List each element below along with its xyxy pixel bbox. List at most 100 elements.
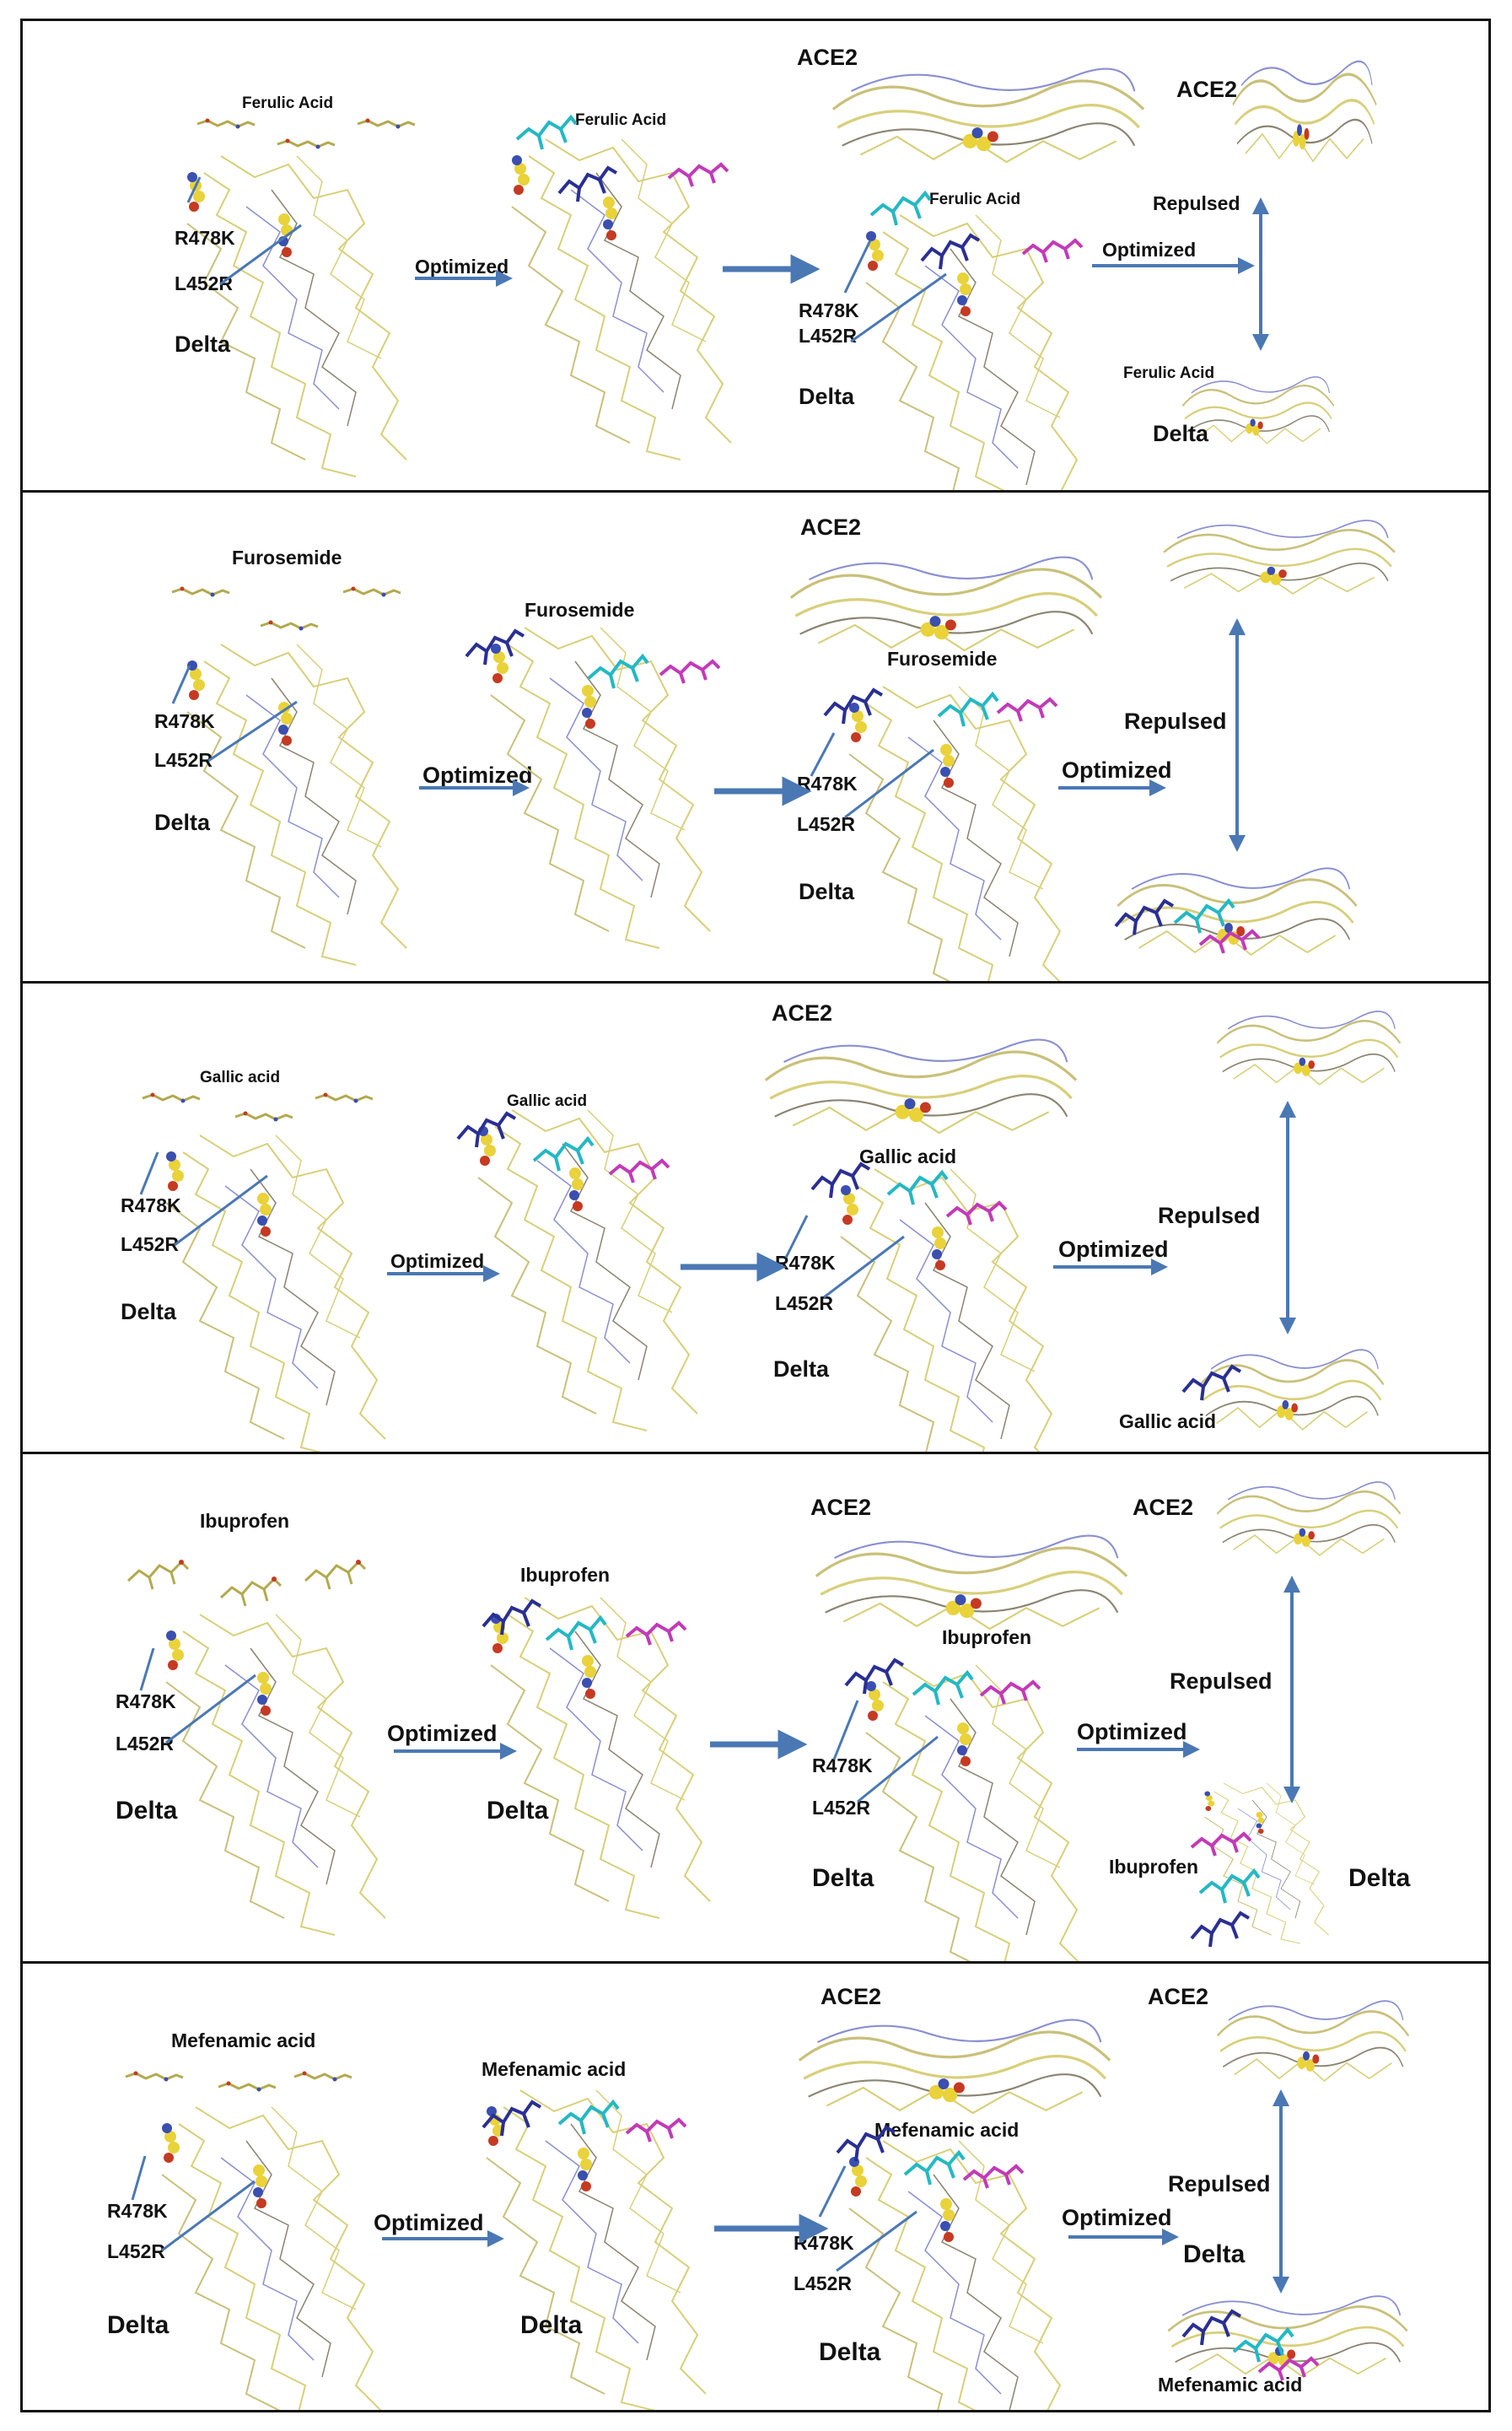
ace2-label: ACE2	[821, 1986, 881, 2008]
ligand-cyan	[908, 1661, 976, 1711]
mutation-label-r478k: R478K	[794, 2234, 854, 2253]
ligand-label: Mefenamic acid	[171, 2031, 315, 2051]
mutation-label-r478k: R478K	[775, 1253, 836, 1273]
figure: Ferulic Acid R478K L452R Delta Optimized…	[20, 19, 1491, 2412]
mutation-label-l452r: L452R	[794, 2274, 852, 2294]
ace2-label: ACE2	[1133, 1496, 1193, 1519]
ligand-molecule	[124, 2070, 185, 2083]
ligand-label: Ibuprofen	[1109, 1857, 1198, 1877]
ligand-molecule	[124, 1547, 191, 1598]
ligand-navy	[1111, 889, 1178, 940]
optimized-label: Optimized	[1058, 1238, 1169, 1261]
ace2-protein	[1229, 46, 1380, 173]
ligand-navy	[807, 1152, 874, 1203]
ligand-magenta	[621, 1606, 689, 1657]
ace2-label: ACE2	[1148, 1986, 1208, 2008]
panel-ibuprofen: Ibuprofen R478K L452R Delta Optimized Ib…	[23, 1452, 1488, 1961]
ligand-molecule	[141, 1092, 202, 1105]
mutation-label-r478k: R478K	[154, 712, 215, 731]
ligand-label: Ibuprofen	[942, 1628, 1031, 1647]
delta-label: Delta	[773, 1358, 829, 1381]
ligand-magenta	[1018, 224, 1085, 274]
panel-furosemide: Furosemide R478K L452R Delta Optimized F…	[23, 490, 1488, 981]
ligand-navy	[478, 2090, 546, 2141]
ligand-molecule	[170, 585, 231, 599]
ace2-protein	[1212, 1471, 1406, 1564]
ligand-navy	[841, 1648, 908, 1699]
ligand-magenta	[942, 1186, 1009, 1237]
ace2-label: ACE2	[810, 1496, 871, 1519]
delta-label: Delta	[1153, 423, 1208, 445]
ligand-label: Furosemide	[525, 601, 634, 620]
ligand-cyan	[900, 2141, 967, 2191]
ace2-protein	[1212, 1000, 1406, 1093]
ligand-magenta	[621, 2103, 689, 2153]
delta-label: Delta	[799, 881, 854, 903]
pointer-arrow-icon	[132, 2156, 145, 2200]
delta-label: Delta	[487, 1798, 548, 1824]
delta-label: Delta	[799, 385, 854, 408]
mutation-label-r478k: R478K	[812, 1756, 873, 1776]
mutation-label-r478k: R478K	[799, 301, 859, 321]
mutation-label-l452r: L452R	[797, 815, 855, 834]
optimized-label: Optimized	[1062, 759, 1172, 782]
ligand-label: Gallic acid	[1119, 1412, 1216, 1431]
delta-protein	[170, 628, 423, 981]
ligand-label: Ferulic Acid	[242, 95, 333, 111]
repulsed-label: Repulsed	[1170, 1670, 1273, 1693]
delta-protein	[149, 1598, 402, 1952]
ligand-magenta	[976, 1665, 1043, 1716]
mutation-label-r478k: R478K	[797, 774, 858, 794]
mutation-label-l452r: L452R	[812, 1798, 870, 1818]
mutation-label-r478k: R478K	[116, 1692, 176, 1711]
mutation-label-r478k: R478K	[175, 229, 235, 248]
ligand-navy	[453, 1102, 520, 1152]
mutation-label-r478k: R478K	[121, 1196, 181, 1216]
ligand-magenta	[664, 148, 731, 198]
ligand-label: Ferulic Acid	[575, 112, 666, 128]
ace2-protein	[782, 543, 1111, 661]
ligand-cyan	[883, 1161, 950, 1211]
panel-ferulic-acid: Ferulic Acid R478K L452R Delta Optimized…	[23, 21, 1488, 490]
mutation-label-r478k: R478K	[107, 2202, 168, 2221]
ligand-magenta	[655, 644, 723, 695]
ligand-navy	[478, 1589, 546, 1640]
delta-protein	[149, 1118, 402, 1452]
mutation-label-l452r: L452R	[799, 326, 857, 346]
optimized-label: Optimized	[1102, 240, 1196, 260]
ligand-cyan	[934, 682, 1001, 733]
ligand-molecule	[314, 1092, 374, 1105]
ligand-cyan	[584, 644, 651, 695]
ace2-label: ACE2	[800, 516, 861, 539]
ligand-molecule	[196, 117, 256, 131]
delta-label: Delta	[520, 2313, 582, 2338]
ligand-navy	[917, 224, 984, 274]
ligand-navy	[461, 619, 529, 670]
panel-mefenamic-acid: Mefenamic acid R478K L452R Delta Optimiz…	[23, 1961, 1488, 2410]
ace2-protein	[756, 1026, 1085, 1144]
mutation-label-l452r: L452R	[175, 274, 233, 294]
mutation-label-l452r: L452R	[107, 2242, 165, 2261]
optimized-label: Optimized	[1062, 2207, 1172, 2229]
repulsed-label: Repulsed	[1124, 710, 1227, 733]
delta-protein	[170, 139, 423, 490]
repulsed-label: Repulsed	[1168, 2173, 1271, 2196]
mutation-label-l452r: L452R	[121, 1235, 179, 1254]
ligand-label: Mefenamic acid	[482, 2060, 626, 2079]
ligand-label: Furosemide	[887, 650, 997, 669]
delta-label: Delta	[819, 2340, 880, 2365]
ace2-protein	[807, 1522, 1136, 1640]
ligand-molecule	[301, 1547, 369, 1598]
ligand-label: Mefenamic acid	[1158, 2375, 1302, 2395]
ligand-navy	[554, 156, 621, 207]
ligand-cyan	[512, 105, 579, 156]
delta-label: Delta	[116, 1798, 177, 1824]
mutation-label-l452r: L452R	[116, 1734, 174, 1754]
mutation-label-l452r: L452R	[154, 751, 213, 770]
repulsed-label: Repulsed	[1153, 194, 1240, 213]
ligand-label: Gallic acid	[200, 1070, 280, 1086]
delta-label: Delta	[107, 2313, 169, 2338]
optimized-label: Optimized	[1077, 1721, 1187, 1744]
repulsed-label: Repulsed	[1158, 1205, 1261, 1227]
delta-label: Delta	[121, 1301, 176, 1323]
